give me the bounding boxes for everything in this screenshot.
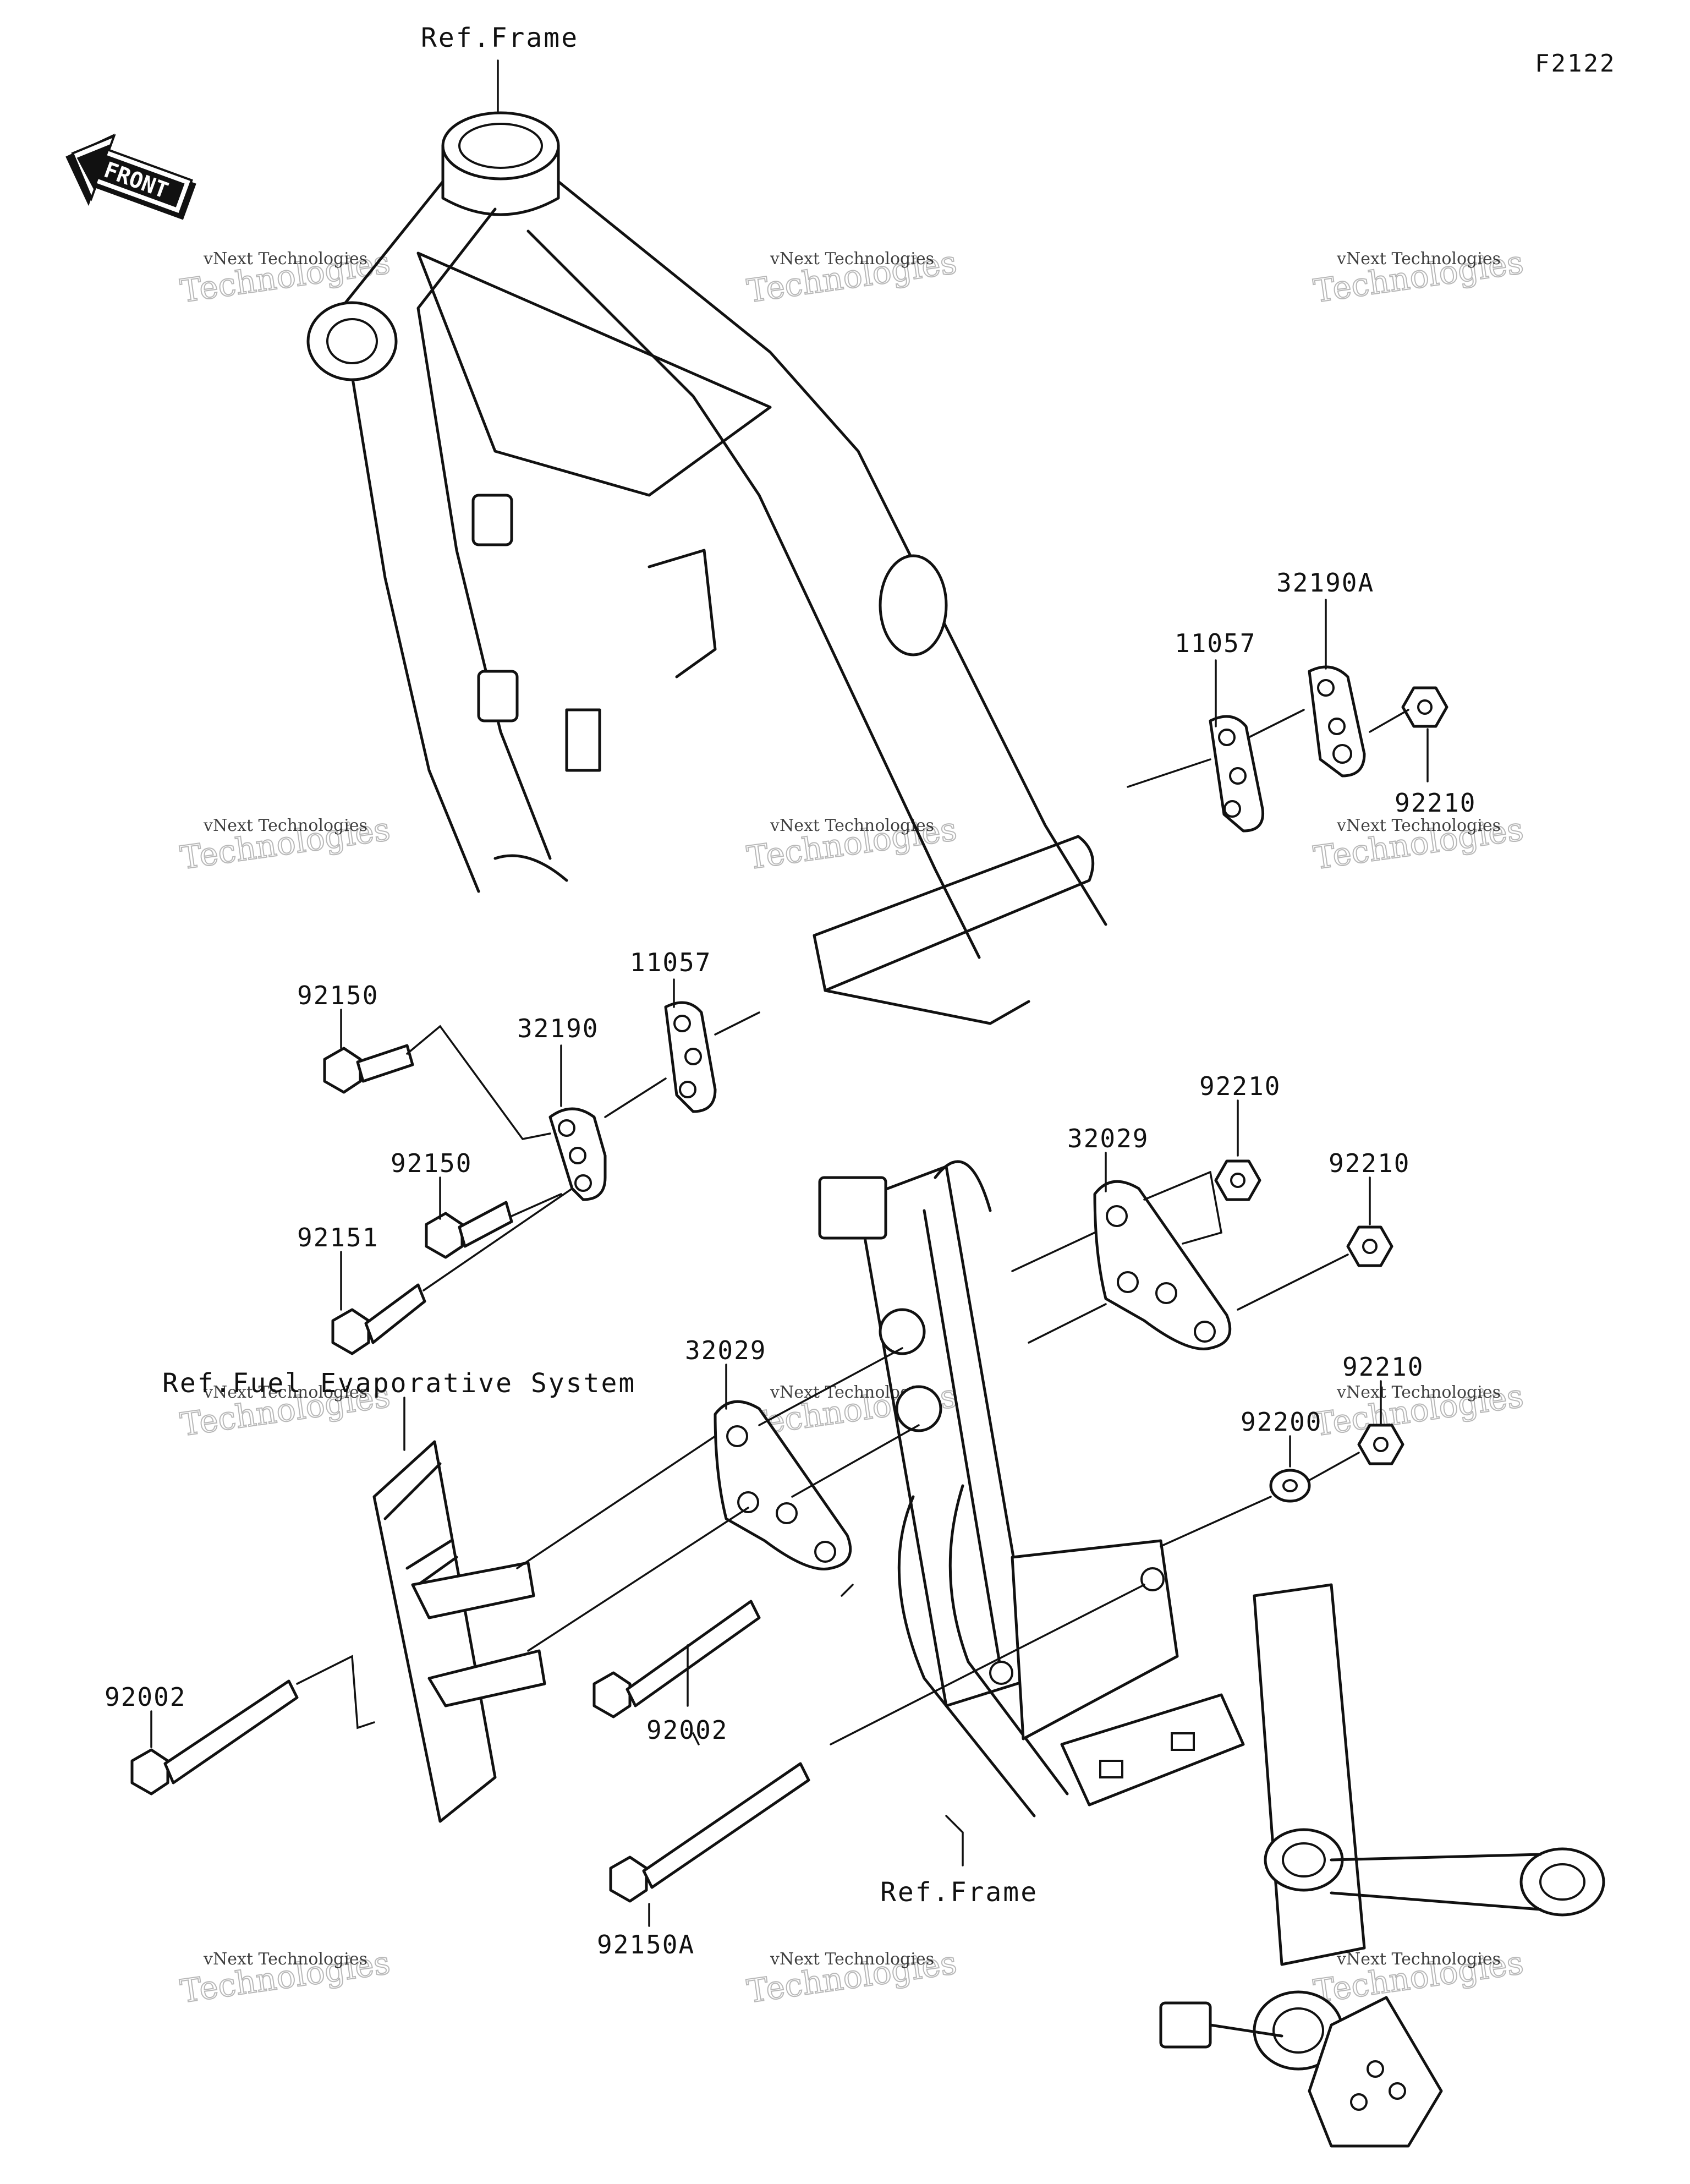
bolt-92151: [331, 1283, 426, 1355]
nut-92210-right: [1346, 1225, 1393, 1267]
lower-frame: [818, 1160, 1605, 2148]
svg-text:vNext Technologies: vNext Technologies: [1336, 249, 1501, 269]
part-32190A: [1308, 665, 1366, 778]
watermarks: Technologies vNext Technologies Technolo…: [178, 243, 1527, 2011]
watermark: Technologies vNext Technologies: [1311, 1376, 1527, 1444]
upper-frame: [306, 111, 1107, 1025]
part-number-92150-upper: 92150: [297, 981, 378, 1010]
front-arrow-icon: FRONT: [65, 133, 196, 220]
part-number-92210-upper: 92210: [1395, 788, 1476, 818]
watermark: Technologies vNext Technologies: [744, 1943, 960, 2011]
part-11057-lower: [664, 1001, 717, 1113]
ref-frame-top: Ref.Frame: [421, 23, 579, 53]
bolt-92150-upper: [323, 1044, 414, 1094]
nut-92210-lower: [1357, 1424, 1404, 1465]
ref-fuel-evaporative: Ref.Fuel Evaporative System: [162, 1368, 636, 1399]
svg-text:vNext Technologies: vNext Technologies: [203, 1950, 367, 1969]
svg-text:vNext Technologies: vNext Technologies: [770, 816, 934, 835]
svg-text:vNext Technologies: vNext Technologies: [1336, 1950, 1501, 1969]
part-number-92002-right: 92002: [646, 1715, 728, 1745]
bolt-92002-left: [130, 1679, 299, 1796]
bolt-92150-mid: [425, 1201, 513, 1259]
part-number-92210-mid: 92210: [1199, 1071, 1281, 1101]
bolt-92150A: [609, 1762, 810, 1903]
part-number-32029-lower: 32029: [685, 1335, 766, 1365]
part-number-32190A: 32190A: [1276, 568, 1374, 598]
part-32029-lower: [714, 1400, 852, 1570]
watermark: Technologies vNext Technologies: [178, 809, 393, 877]
part-number-32190: 32190: [517, 1014, 599, 1043]
part-number-92210-lower: 92210: [1342, 1352, 1424, 1382]
part-number-32029-upper: 32029: [1067, 1124, 1149, 1153]
part-number-92150A: 92150A: [597, 1930, 695, 1959]
watermark: Technologies vNext Technologies: [1311, 1943, 1527, 2011]
diagram-code: F2122: [1535, 50, 1616, 78]
watermark: Technologies vNext Technologies: [178, 1376, 393, 1444]
washer-92200: [1269, 1469, 1311, 1503]
svg-text:vNext Technologies: vNext Technologies: [1336, 816, 1501, 835]
part-number-92200: 92200: [1241, 1407, 1322, 1437]
leader-lines: [150, 59, 1429, 1927]
part-number-11057-upper: 11057: [1175, 628, 1256, 658]
svg-text:vNext Technologies: vNext Technologies: [203, 249, 367, 269]
part-32190: [548, 1107, 607, 1201]
nut-92210-mid: [1214, 1159, 1261, 1201]
svg-text:vNext Technologies: vNext Technologies: [1336, 1383, 1501, 1402]
watermark: Technologies vNext Technologies: [1311, 809, 1527, 877]
part-number-11057-lower: 11057: [630, 948, 711, 977]
assembly-lines: [296, 709, 1409, 1745]
watermark: Technologies vNext Technologies: [744, 243, 960, 310]
bush: [879, 1308, 926, 1355]
svg-text:vNext Technologies: vNext Technologies: [770, 249, 934, 269]
part-number-92002-left: 92002: [105, 1682, 186, 1712]
part-number-92151: 92151: [297, 1223, 378, 1252]
watermark: Technologies vNext Technologies: [1311, 243, 1527, 310]
part-number-92150-mid: 92150: [391, 1148, 472, 1178]
watermark: Technologies vNext Technologies: [178, 1943, 393, 2011]
svg-text:vNext Technologies: vNext Technologies: [770, 1950, 934, 1969]
part-labels: 11057 32190A 92210 92150 32190 11057 921…: [105, 568, 1476, 1959]
ref-frame-bottom: Ref.Frame: [880, 1877, 1038, 1908]
watermark: Technologies vNext Technologies: [744, 809, 960, 877]
part-number-92210-right: 92210: [1329, 1148, 1410, 1178]
bolt-92002-right: [592, 1600, 761, 1718]
part-32029-upper: [1093, 1180, 1232, 1350]
svg-text:vNext Technologies: vNext Technologies: [203, 816, 367, 835]
fuel-evap-bracket: [372, 1440, 546, 1823]
svg-text:vNext Technologies: vNext Technologies: [203, 1383, 367, 1402]
bush: [895, 1385, 942, 1432]
part-11057-upper: [1209, 715, 1265, 833]
watermark: Technologies vNext Technologies: [178, 243, 393, 310]
nut-92210-upper: [1401, 686, 1448, 728]
